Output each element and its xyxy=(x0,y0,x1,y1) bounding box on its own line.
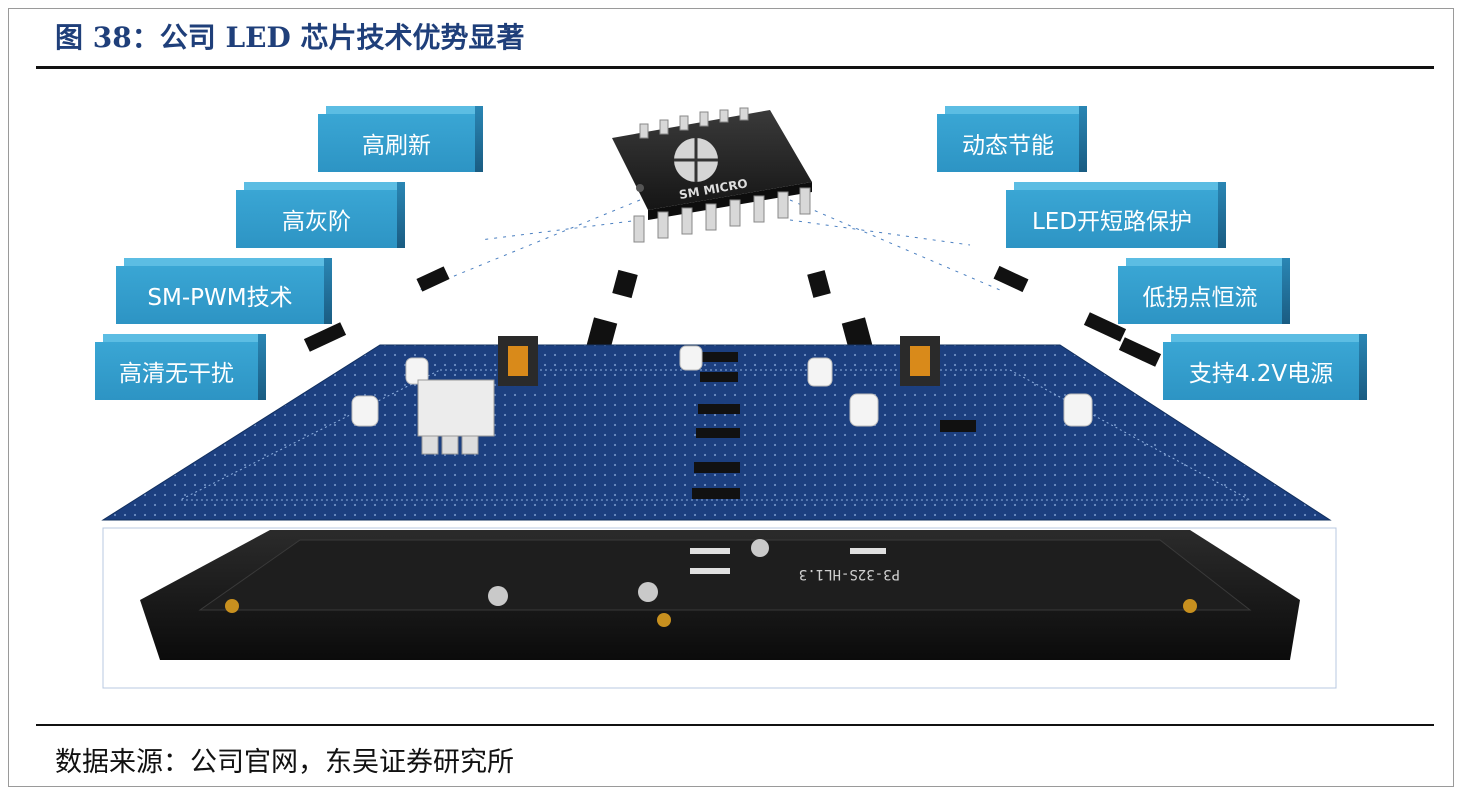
feature-tag-left-1: 高刷新 xyxy=(318,106,483,172)
feature-tag-right-2: LED开短路保护 xyxy=(1006,182,1226,248)
led-module: P3-32S-HL1.3 xyxy=(140,530,1300,660)
feature-tag-right-1: 动态节能 xyxy=(937,106,1087,172)
figure-title: 图 38：公司 LED 芯片技术优势显著 xyxy=(55,21,525,54)
feature-tag-left-3: SM-PWM技术 xyxy=(116,258,332,324)
feature-tag-right-4: 支持4.2V电源 xyxy=(1163,334,1367,400)
figure-source: 数据来源：公司官网，东吴证券研究所 xyxy=(55,747,514,778)
feature-tag-left-2: 高灰阶 xyxy=(236,182,405,248)
figure-frame xyxy=(8,8,1454,787)
feature-tag-right-3: 低拐点恒流 xyxy=(1118,258,1290,324)
feature-tag-left-4: 高清无干扰 xyxy=(95,334,266,400)
chip-icon: SM MICRO xyxy=(612,107,812,243)
module-marking: P3-32S-HL1.3 xyxy=(799,566,900,582)
title-rule xyxy=(36,66,1434,69)
source-rule xyxy=(36,724,1434,726)
floating-components xyxy=(303,265,1162,367)
pcb-board xyxy=(101,336,1332,521)
guide-lines xyxy=(419,199,1001,291)
